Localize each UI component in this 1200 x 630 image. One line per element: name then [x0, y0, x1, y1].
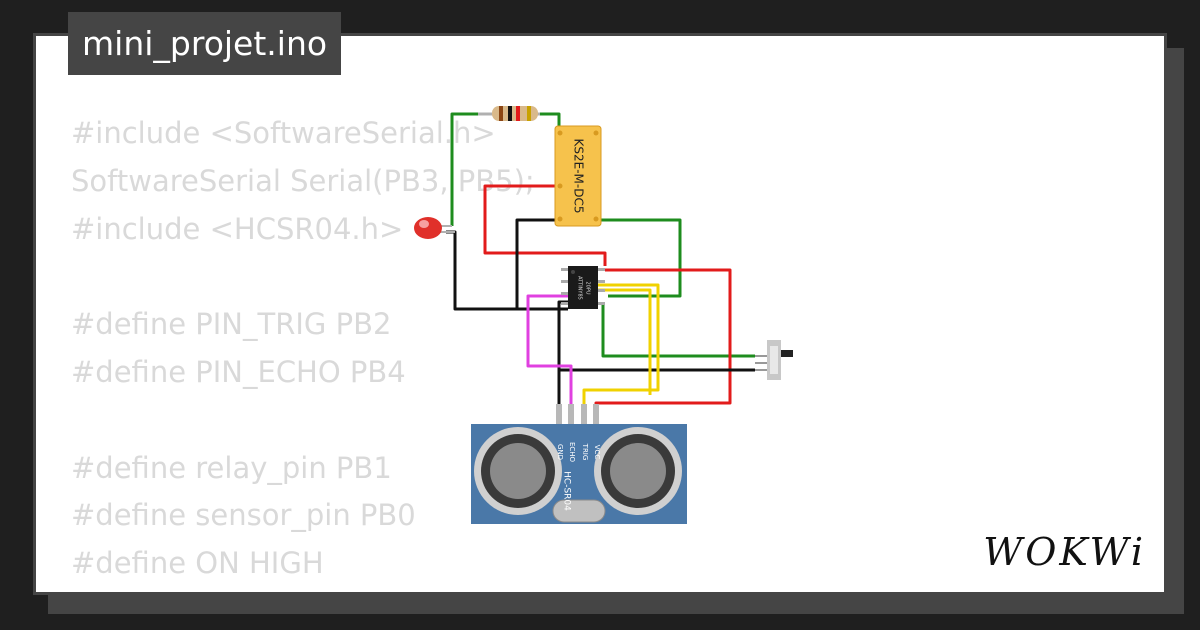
wire-red-relay [483, 184, 607, 266]
sensor-pin-echo: ECHO [568, 442, 576, 463]
chip-label-2: 20PU [585, 281, 591, 294]
slide-switch[interactable] [755, 340, 793, 380]
sensor-pin-vcc: VCC [593, 445, 601, 460]
resistor[interactable] [478, 106, 540, 121]
wire-yellow-1 [582, 283, 660, 420]
code-line: #define PIN_TRIG PB2 [71, 307, 392, 342]
wire-black-relay [515, 218, 559, 309]
led-red[interactable] [414, 217, 455, 239]
wire-green-resistor [540, 112, 561, 130]
wire-magenta [526, 294, 573, 420]
wire-red-vcc [594, 268, 732, 420]
wire-green-switch [601, 304, 755, 358]
code-line: #include <HCSR04.h> [71, 211, 404, 246]
code-line: #define ON HIGH [71, 546, 324, 581]
wire-green-led [450, 112, 478, 226]
hc-sr04-sensor[interactable]: GND ECHO TRIG VCC HC-SR04 [471, 404, 687, 524]
wire-yellow-2 [598, 288, 652, 395]
relay-module[interactable]: KS2E-M-DC5 [554, 125, 602, 227]
project-title: mini_projet.ino [68, 12, 342, 75]
code-line: #define relay_pin PB1 [71, 450, 392, 485]
code-line: #define PIN_ECHO PB4 [71, 354, 406, 389]
sensor-pin-gnd: GND [556, 444, 564, 460]
relay-label: KS2E-M-DC5 [572, 139, 586, 214]
wokwi-logo: WOKWi [983, 530, 1146, 574]
attiny85-chip[interactable]: ATTINY85 20PU [561, 266, 605, 309]
sensor-label: HC-SR04 [562, 471, 572, 511]
chip-label-1: ATTINY85 [577, 276, 583, 300]
sensor-pin-trig: TRIG [581, 443, 589, 461]
code-line: #include <SoftwareSerial.h> [71, 116, 496, 150]
wire-green-relay [598, 218, 682, 298]
code-line: #define sensor_pin PB0 [71, 498, 416, 533]
code-preview: #include <SoftwareSerial.h> SoftwareSeria… [71, 110, 535, 592]
code-line: SoftwareSerial Serial(PB3, PB5); [71, 163, 535, 198]
